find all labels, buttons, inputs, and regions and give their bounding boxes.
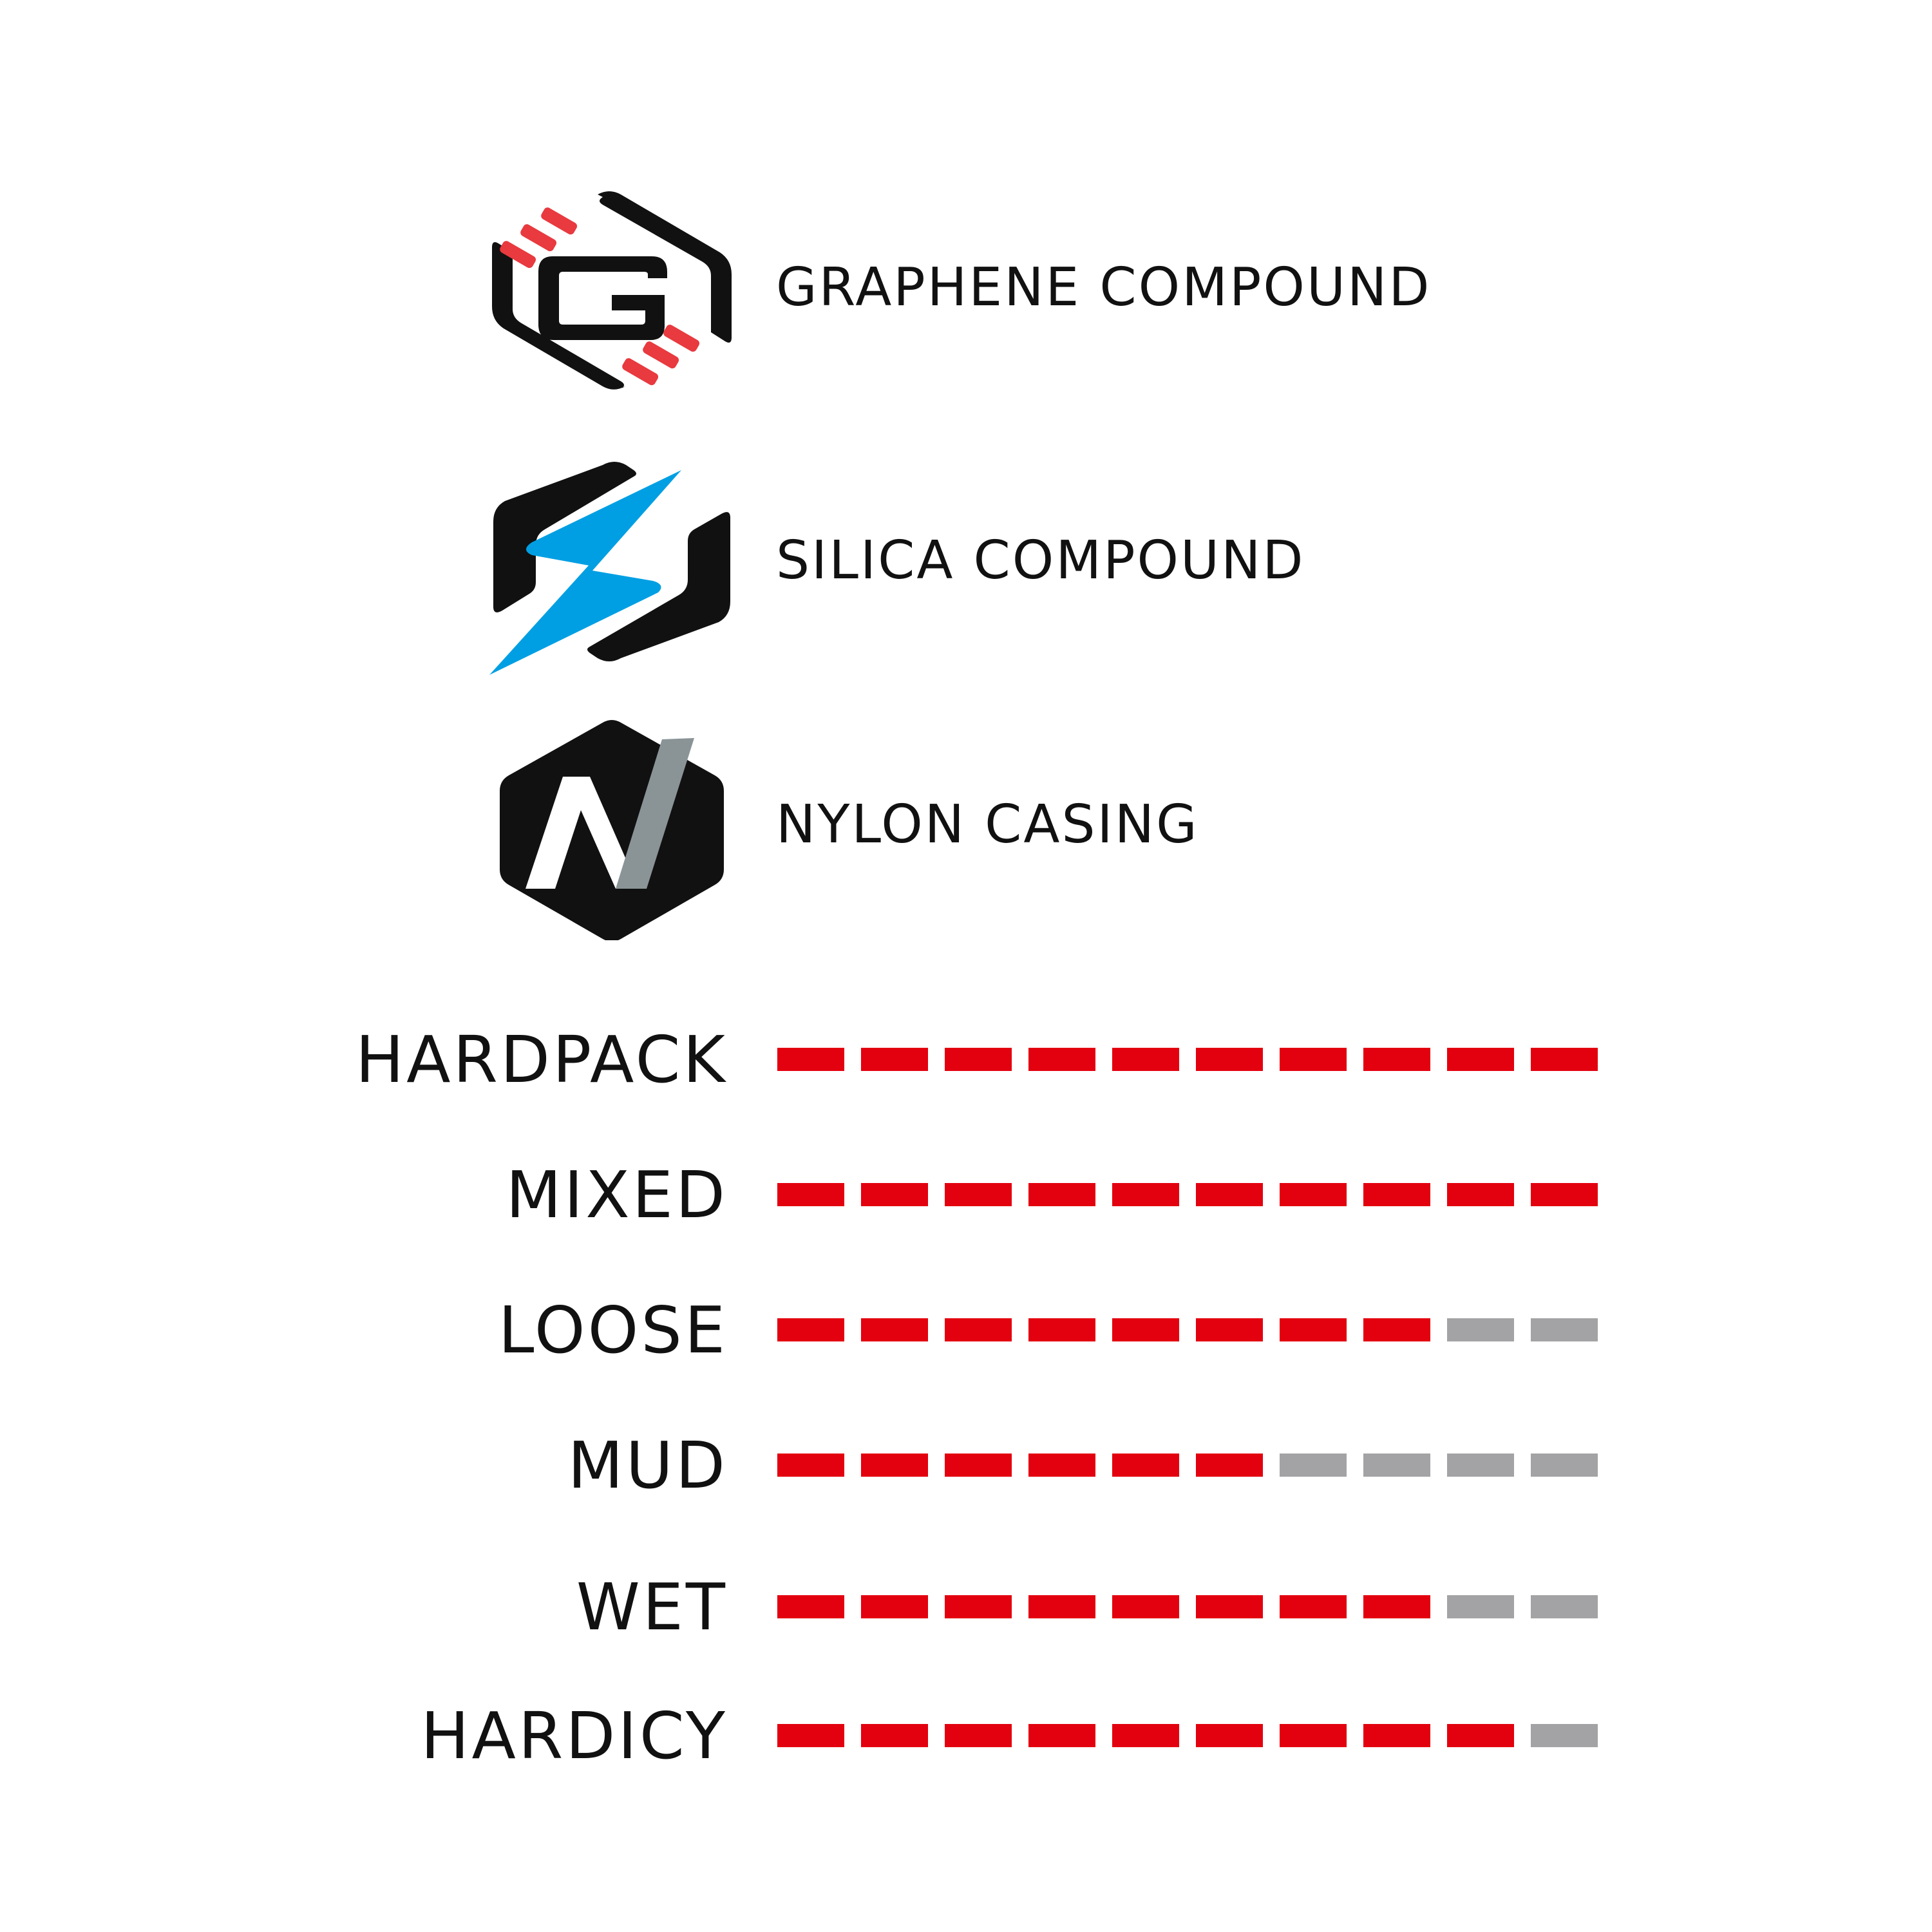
rating-segment-filled — [945, 1318, 1012, 1341]
rating-segment-empty — [1447, 1454, 1514, 1477]
rating-segment-filled — [777, 1724, 844, 1747]
rating-segment-filled — [1280, 1724, 1347, 1747]
rating-label: HARDICY — [421, 1690, 728, 1781]
rating-label: MUD — [568, 1420, 728, 1510]
rating-segment-filled — [945, 1183, 1012, 1206]
feature-label: NYLON CASING — [776, 708, 1199, 940]
rating-segment-filled — [777, 1595, 844, 1618]
rating-segment-empty — [1363, 1454, 1430, 1477]
rating-mud: MUD — [0, 1420, 1932, 1510]
rating-segment-empty — [1280, 1454, 1347, 1477]
rating-segment-filled — [777, 1454, 844, 1477]
rating-segment-filled — [1196, 1454, 1263, 1477]
rating-segment-filled — [1196, 1724, 1263, 1747]
rating-segment-filled — [1531, 1183, 1598, 1206]
rating-segment-filled — [777, 1318, 844, 1341]
rating-segment-filled — [1447, 1724, 1514, 1747]
feature-label: SILICA COMPOUND — [776, 444, 1305, 676]
rating-label: WET — [576, 1562, 728, 1652]
rating-segment-empty — [1531, 1454, 1598, 1477]
rating-segment-filled — [1196, 1048, 1263, 1071]
feature-label: GRAPHENE COMPOUND — [776, 171, 1431, 403]
rating-segment-filled — [861, 1724, 928, 1747]
rating-segment-filled — [1363, 1183, 1430, 1206]
rating-segment-filled — [1363, 1595, 1430, 1618]
rating-segment-filled — [1112, 1595, 1179, 1618]
rating-segment-filled — [1280, 1595, 1347, 1618]
rating-segment-filled — [1280, 1048, 1347, 1071]
rating-segment-filled — [945, 1454, 1012, 1477]
rating-segment-filled — [1028, 1048, 1095, 1071]
nylon-hex-icon — [489, 708, 734, 940]
rating-hardpack: HARDPACK — [0, 1014, 1932, 1104]
rating-label: HARDPACK — [355, 1014, 728, 1104]
feature-graphene: GRAPHENE COMPOUND — [0, 171, 1932, 403]
rating-bar — [777, 1048, 1598, 1071]
rating-segment-filled — [861, 1048, 928, 1071]
rating-segment-filled — [1112, 1724, 1179, 1747]
rating-segment-filled — [1280, 1183, 1347, 1206]
rating-bar — [777, 1454, 1598, 1477]
rating-segment-filled — [1112, 1183, 1179, 1206]
rating-segment-filled — [1196, 1595, 1263, 1618]
rating-label: MIXED — [506, 1150, 728, 1240]
rating-segment-empty — [1447, 1318, 1514, 1341]
rating-segment-filled — [1028, 1183, 1095, 1206]
rating-segment-filled — [1028, 1724, 1095, 1747]
rating-segment-filled — [777, 1048, 844, 1071]
rating-segment-filled — [945, 1595, 1012, 1618]
rating-segment-empty — [1531, 1595, 1598, 1618]
rating-segment-empty — [1531, 1724, 1598, 1747]
rating-segment-filled — [1363, 1318, 1430, 1341]
rating-hardicy: HARDICY — [0, 1690, 1932, 1781]
rating-segment-filled — [861, 1454, 928, 1477]
graphene-hex-icon — [489, 171, 734, 403]
rating-bar — [777, 1183, 1598, 1206]
rating-segment-empty — [1447, 1595, 1514, 1618]
rating-segment-filled — [777, 1183, 844, 1206]
feature-silica: SILICA COMPOUND — [0, 444, 1932, 676]
rating-wet: WET — [0, 1562, 1932, 1652]
rating-segment-filled — [1363, 1048, 1430, 1071]
rating-segment-filled — [1112, 1454, 1179, 1477]
rating-bar — [777, 1724, 1598, 1747]
rating-bar — [777, 1318, 1598, 1341]
rating-segment-filled — [945, 1048, 1012, 1071]
rating-bar — [777, 1595, 1598, 1618]
rating-segment-filled — [1028, 1454, 1095, 1477]
rating-segment-filled — [861, 1318, 928, 1341]
rating-segment-filled — [861, 1595, 928, 1618]
rating-segment-filled — [1112, 1318, 1179, 1341]
silica-hex-icon — [489, 444, 734, 676]
rating-segment-filled — [945, 1724, 1012, 1747]
rating-segment-filled — [1196, 1183, 1263, 1206]
rating-segment-filled — [1196, 1318, 1263, 1341]
rating-segment-filled — [1447, 1048, 1514, 1071]
rating-loose: LOOSE — [0, 1285, 1932, 1375]
rating-segment-filled — [861, 1183, 928, 1206]
rating-segment-filled — [1112, 1048, 1179, 1071]
rating-label: LOOSE — [498, 1285, 728, 1375]
rating-segment-filled — [1363, 1724, 1430, 1747]
rating-segment-empty — [1531, 1318, 1598, 1341]
rating-segment-filled — [1280, 1318, 1347, 1341]
rating-segment-filled — [1028, 1318, 1095, 1341]
rating-segment-filled — [1028, 1595, 1095, 1618]
rating-segment-filled — [1447, 1183, 1514, 1206]
rating-mixed: MIXED — [0, 1150, 1932, 1240]
feature-nylon: NYLON CASING — [0, 708, 1932, 940]
rating-segment-filled — [1531, 1048, 1598, 1071]
